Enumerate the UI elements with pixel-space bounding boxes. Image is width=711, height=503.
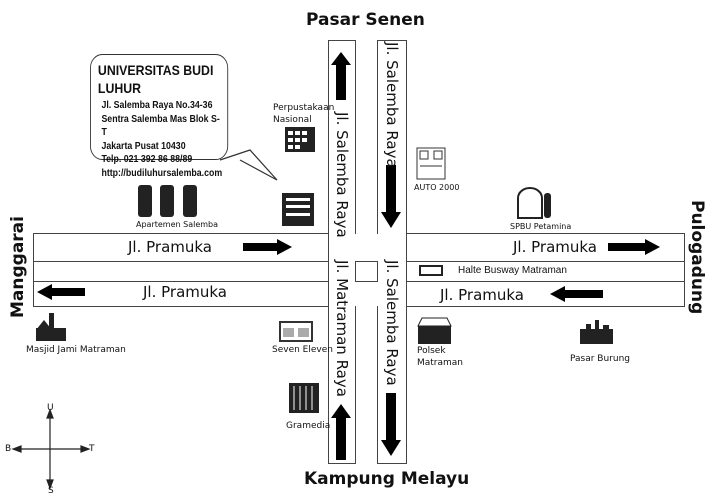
campus-building-icon (282, 193, 314, 226)
compass-west: B (5, 444, 12, 454)
compass-north: U (47, 403, 54, 413)
direction-south: Kampung Melayu (304, 469, 470, 489)
direction-east: Pulogadung (687, 200, 707, 315)
road-label-salemba: Jl. Salemba Raya (333, 112, 351, 238)
arrow-left-icon (550, 286, 603, 302)
address-line: Jakarta Pusat 10430 (101, 140, 186, 152)
road-label-matraman: Jl. Matraman Raya (333, 260, 351, 397)
label-polsek: Polsek (417, 346, 446, 356)
market-icon (580, 320, 613, 344)
bus-stop-icon (419, 265, 443, 276)
label-seven-eleven: Seven Eleven (272, 345, 333, 355)
address-line: Sentra Salemba Mas Blok S-T (101, 113, 220, 139)
mosque-icon (36, 313, 66, 341)
website-link[interactable]: http://budiluhursalemba.com (101, 167, 223, 179)
road-label-pramuka: Jl. Pramuka (143, 283, 228, 301)
university-name: UNIVERSITAS BUDI LUHUR (97, 62, 214, 96)
address-line: Jl. Salemba Raya No.34-36 (101, 100, 213, 111)
arrow-left-icon (37, 284, 85, 300)
label-polsek-matraman: Matraman (417, 358, 464, 368)
compass-south: S (48, 486, 54, 496)
label-pasar-burung: Pasar Burung (570, 354, 631, 364)
car-dealer-icon (416, 147, 446, 180)
label-halte-busway: Halte Busway Matraman (458, 265, 567, 276)
arrow-up-icon (331, 404, 351, 460)
arrow-down-icon (381, 393, 401, 456)
label-apartemen-salemba: Apartemen Salemba (136, 220, 219, 229)
road-label-pramuka: Jl. Pramuka (128, 238, 213, 256)
compass-icon (11, 408, 91, 490)
compass-east: T (89, 444, 95, 454)
convenience-store-icon (279, 321, 313, 342)
label-gramedia: Gramedia (286, 421, 331, 431)
arrow-up-icon (331, 52, 351, 100)
arrow-right-icon (608, 239, 660, 255)
road-pramuka-east-lane (406, 233, 685, 262)
arrow-down-icon (381, 165, 401, 228)
university-callout: UNIVERSITAS BUDI LUHUR Jl. Salemba Raya … (90, 54, 229, 179)
label-nasional: Nasional (273, 115, 312, 125)
label-spbu: SPBU Petamina (510, 222, 572, 231)
gas-station-icon (517, 187, 551, 219)
direction-west: Manggarai (8, 216, 28, 318)
label-masjid: Masjid Jami Matraman (26, 345, 126, 355)
label-auto-2000: AUTO 2000 (414, 183, 460, 192)
police-station-icon (417, 317, 452, 344)
arrow-right-icon (243, 239, 292, 255)
road-label-salemba: Jl. Salemba Raya (383, 42, 401, 168)
direction-north: Pasar Senen (306, 10, 425, 30)
library-icon (285, 127, 315, 152)
road-label-salemba: Jl. Salemba Raya (383, 260, 401, 386)
apartment-icon (138, 185, 197, 217)
label-perpustakaan: Perpustakaan (273, 103, 335, 113)
bookstore-icon (289, 383, 319, 413)
road-label-pramuka: Jl. Pramuka (440, 286, 525, 304)
road-label-pramuka: Jl. Pramuka (513, 238, 598, 256)
phone-line: Telp. 021 392 86 88/89 (101, 154, 193, 165)
road-pramuka-west-lane-east (406, 281, 685, 307)
